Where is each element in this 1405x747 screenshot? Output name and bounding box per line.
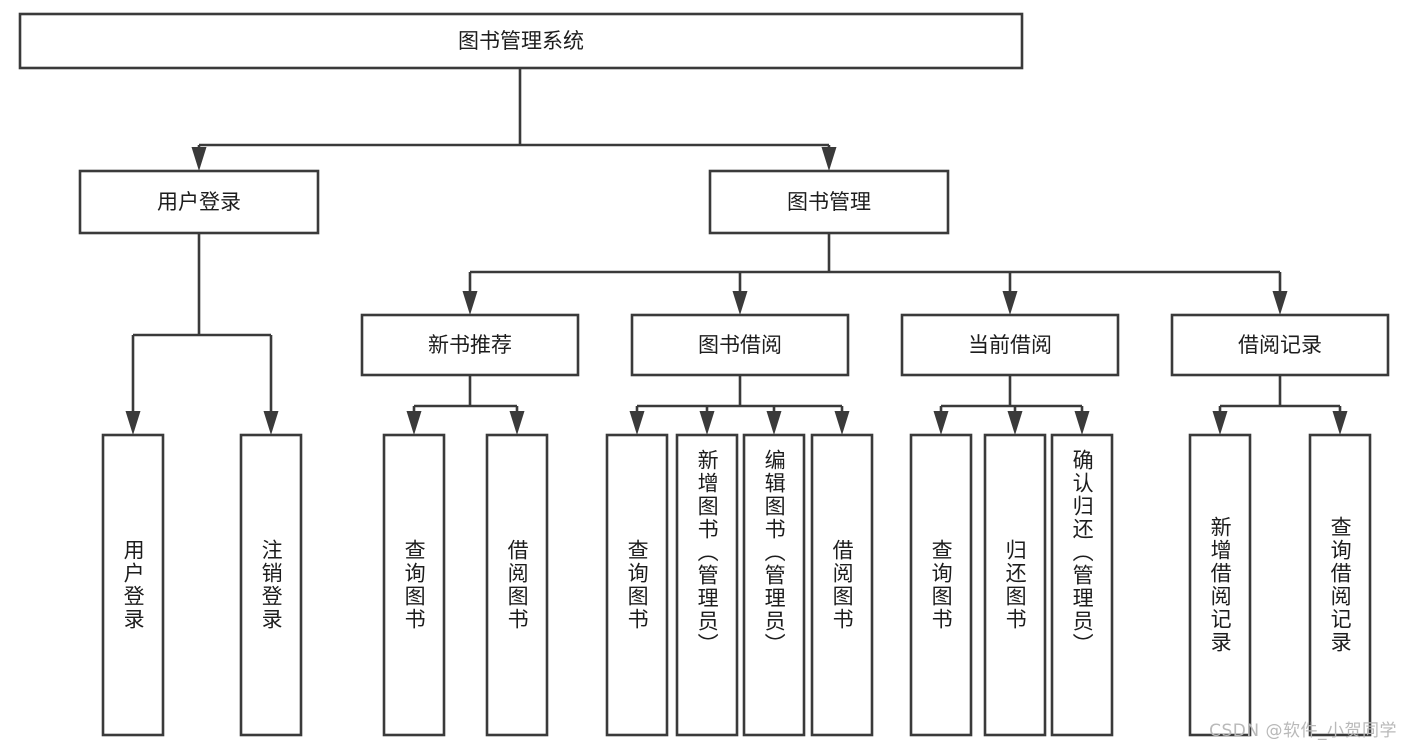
- connector-bus: [941, 375, 1082, 408]
- node-current-borrow[interactable]: 当前借阅: [900, 313, 1120, 377]
- node-user-login[interactable]: 用户登录: [78, 169, 320, 235]
- arrow-head-icon: [1002, 291, 1018, 315]
- leaf-node-box[interactable]: [742, 433, 806, 737]
- node-leaf-query-book-rec[interactable]: [382, 433, 446, 737]
- node-book-manage[interactable]: 图书管理: [708, 169, 950, 235]
- leaf-node-box[interactable]: [1308, 433, 1372, 737]
- leaf-node-box[interactable]: [810, 433, 874, 737]
- node-root[interactable]: 图书管理系统: [18, 12, 1024, 70]
- node-leaf-query-book-current[interactable]: [909, 433, 973, 737]
- connector-layer: [125, 68, 1348, 435]
- leaf-node-box[interactable]: [909, 433, 973, 737]
- leaf-node-box[interactable]: [983, 433, 1047, 737]
- root-node-box[interactable]: [18, 12, 1024, 70]
- connector-bus: [637, 375, 842, 408]
- level3-node-box[interactable]: [360, 313, 580, 377]
- node-borrow-record[interactable]: 借阅记录: [1170, 313, 1390, 377]
- node-label: 图书管理: [787, 190, 871, 214]
- arrow-head-icon: [732, 291, 748, 315]
- node-label: 图书管理系统: [458, 29, 584, 53]
- arrow-head-icon: [1332, 411, 1348, 435]
- arrow-head-icon: [699, 411, 715, 435]
- level3-node-box[interactable]: [630, 313, 850, 377]
- leaf-node-box[interactable]: [485, 433, 549, 737]
- level2-node-box[interactable]: [78, 169, 320, 235]
- node-label: 借阅记录: [1238, 333, 1322, 357]
- node-leaf-user-login[interactable]: [101, 433, 165, 737]
- node-leaf-confirm-return[interactable]: [1050, 433, 1114, 737]
- connector-bus: [133, 233, 271, 337]
- node-label: 用户登录: [157, 190, 241, 214]
- node-leaf-add-record[interactable]: [1188, 433, 1252, 737]
- leaf-node-box[interactable]: [675, 433, 739, 737]
- arrow-head-icon: [406, 411, 422, 435]
- arrow-head-icon: [933, 411, 949, 435]
- leaf-node-box[interactable]: [605, 433, 669, 737]
- arrow-head-icon: [1007, 411, 1023, 435]
- level2-node-box[interactable]: [708, 169, 950, 235]
- leaf-node-box[interactable]: [1188, 433, 1252, 737]
- node-leaf-borrow-book[interactable]: [810, 433, 874, 737]
- leaf-node-box[interactable]: [101, 433, 165, 737]
- arrow-head-icon: [125, 411, 141, 435]
- arrow-head-icon: [1074, 411, 1090, 435]
- connector-bus: [1220, 375, 1340, 408]
- leaf-node-box[interactable]: [382, 433, 446, 737]
- connector-bus: [470, 233, 1280, 274]
- node-label: 当前借阅: [968, 333, 1052, 357]
- arrow-head-icon: [629, 411, 645, 435]
- connector-bus: [199, 68, 829, 147]
- node-leaf-borrow-book-rec[interactable]: [485, 433, 549, 737]
- node-leaf-query-book-borrow[interactable]: [605, 433, 669, 737]
- level3-node-box[interactable]: [900, 313, 1120, 377]
- arrow-head-icon: [462, 291, 478, 315]
- node-leaf-return-book[interactable]: [983, 433, 1047, 737]
- node-book-borrow[interactable]: 图书借阅: [630, 313, 850, 377]
- node-leaf-query-record[interactable]: [1308, 433, 1372, 737]
- arrow-head-icon: [821, 147, 837, 171]
- node-leaf-edit-book[interactable]: [742, 433, 806, 737]
- node-leaf-add-book[interactable]: [675, 433, 739, 737]
- level3-node-box[interactable]: [1170, 313, 1390, 377]
- node-leaf-user-logout[interactable]: [239, 433, 303, 737]
- leaf-node-box[interactable]: [239, 433, 303, 737]
- leaf-node-box[interactable]: [1050, 433, 1114, 737]
- arrow-head-icon: [509, 411, 525, 435]
- arrow-head-icon: [766, 411, 782, 435]
- arrow-head-icon: [263, 411, 279, 435]
- arrow-head-icon: [834, 411, 850, 435]
- arrow-head-icon: [1212, 411, 1228, 435]
- arrow-head-icon: [191, 147, 207, 171]
- connector-bus: [414, 375, 517, 408]
- arrow-head-icon: [1272, 291, 1288, 315]
- node-new-book-recommend[interactable]: 新书推荐: [360, 313, 580, 377]
- node-label: 图书借阅: [698, 333, 782, 357]
- node-label: 新书推荐: [428, 333, 512, 357]
